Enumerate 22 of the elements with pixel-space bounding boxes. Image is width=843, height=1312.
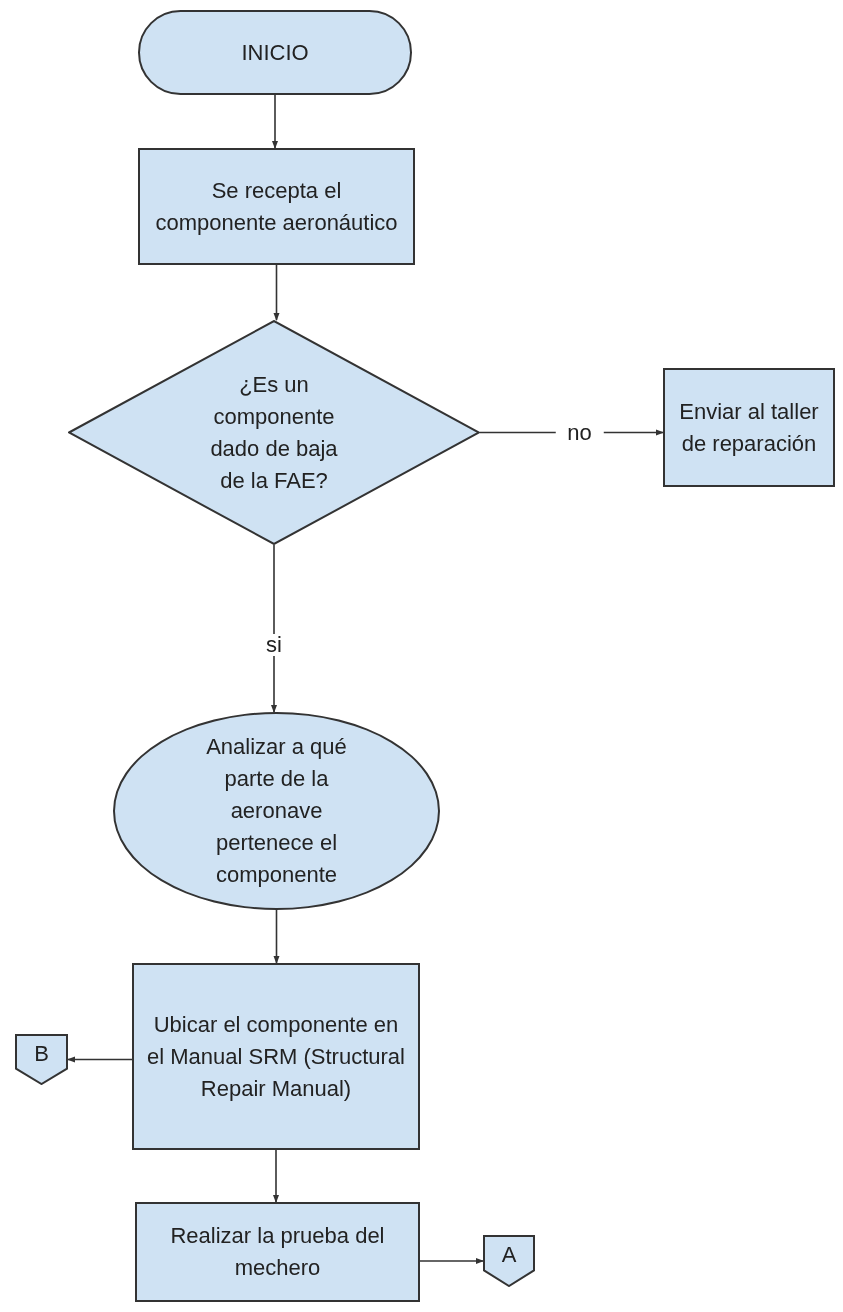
node-text: Ubicar el componente en el Manual SRM (Structural Repair Manual) — [146, 1010, 406, 1103]
node-text: Enviar al taller de reparación — [678, 397, 820, 458]
arrow — [419, 1258, 484, 1264]
node-text: ¿Es un componente dado de baja de la FAE? — [209, 370, 339, 495]
node-text: INICIO — [241, 38, 309, 67]
decision-diamond — [68, 320, 480, 545]
node-text: Se recepta el componente aeronáutico — [154, 176, 399, 237]
process-box — [138, 148, 415, 265]
arrow — [273, 264, 280, 321]
arrow — [67, 1056, 133, 1063]
process-box — [135, 1202, 420, 1302]
arrow — [273, 909, 280, 964]
node-text: Realizar la prueba del mechero — [169, 1222, 386, 1282]
offpage-connector — [483, 1235, 535, 1287]
node-text: Analizar a qué parte de la aeronave pertenece el componente — [205, 733, 348, 889]
process-box — [132, 963, 420, 1150]
offpage-connector — [15, 1034, 68, 1085]
arrow — [273, 1149, 279, 1203]
node-text: B — [34, 1040, 49, 1068]
arrow — [272, 94, 278, 149]
process-box — [663, 368, 835, 487]
node-text: A — [501, 1241, 517, 1269]
